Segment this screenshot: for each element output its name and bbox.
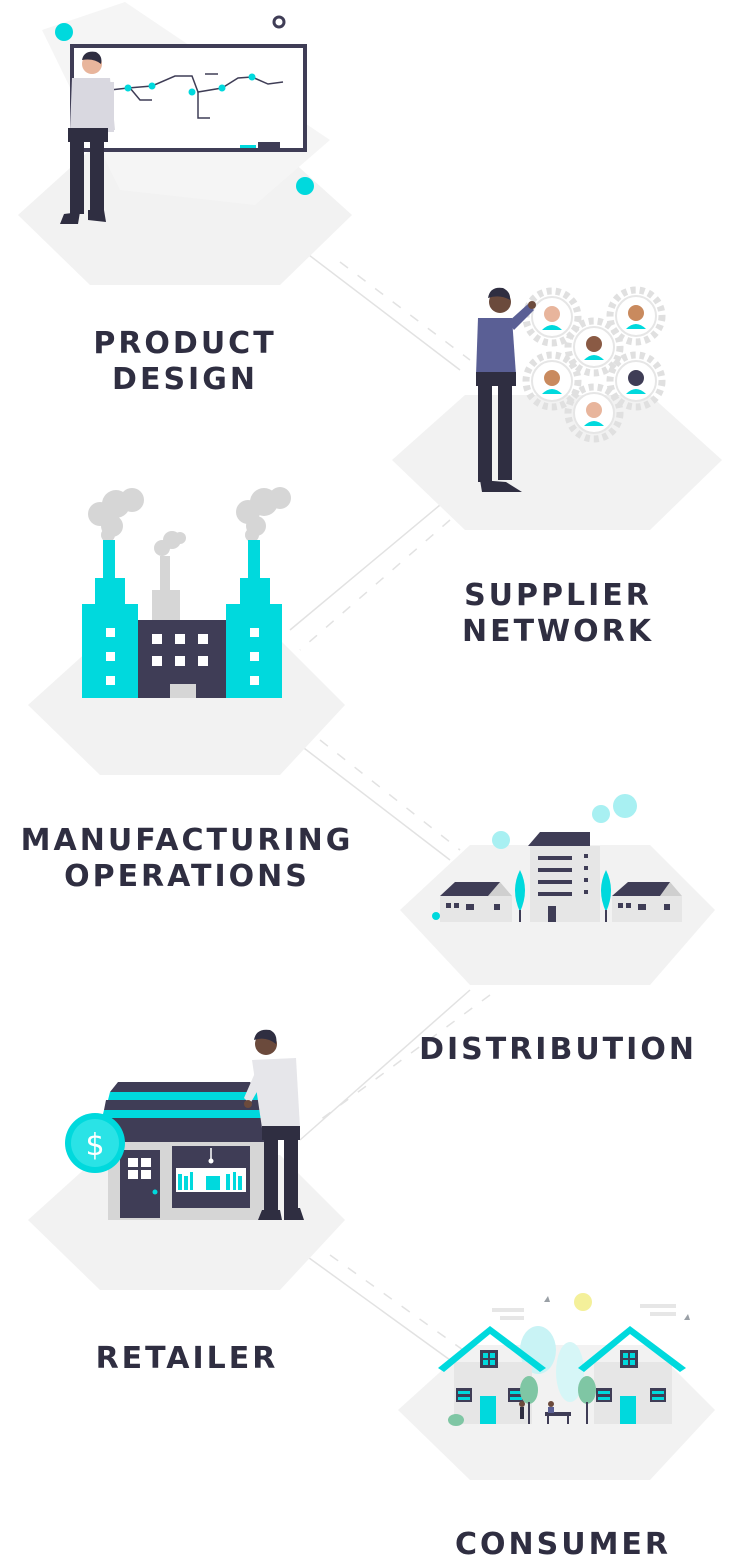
label-line: DESIGN bbox=[112, 362, 258, 397]
label-line: NETWORK bbox=[461, 614, 654, 649]
label-supplier-network: SUPPLIER NETWORK bbox=[430, 578, 686, 650]
label-line: PRODUCT bbox=[93, 326, 277, 361]
label-retailer: RETAILER bbox=[60, 1341, 314, 1377]
platform-hexagons bbox=[18, 150, 722, 1480]
store-sign-dollar-icon: $ bbox=[85, 1128, 104, 1163]
label-product-design: PRODUCT DESIGN bbox=[60, 326, 310, 398]
gear-network-icon bbox=[476, 286, 666, 492]
gear-icon bbox=[606, 351, 666, 411]
gear-icon bbox=[522, 351, 582, 411]
label-distribution: DISTRIBUTION bbox=[416, 1032, 700, 1068]
label-line: MANUFACTURING bbox=[20, 823, 354, 858]
label-line: RETAILER bbox=[95, 1341, 279, 1376]
label-line: DISTRIBUTION bbox=[419, 1032, 697, 1067]
whiteboard-presenter-icon bbox=[42, 2, 330, 224]
label-line: CONSUMER bbox=[454, 1527, 672, 1562]
gear-icon bbox=[606, 286, 666, 346]
city-buildings-icon bbox=[432, 794, 682, 922]
connector-lines bbox=[289, 251, 491, 1361]
label-manufacturing-operations: MANUFACTURING OPERATIONS bbox=[12, 823, 362, 895]
factory-icon bbox=[82, 487, 291, 698]
gear-icon bbox=[564, 317, 624, 377]
label-consumer: CONSUMER bbox=[440, 1527, 686, 1563]
gear-icon bbox=[564, 383, 624, 443]
label-line: OPERATIONS bbox=[64, 859, 310, 894]
houses-icon bbox=[438, 1293, 690, 1426]
label-line: SUPPLIER bbox=[464, 578, 652, 613]
platform-supplier-network bbox=[392, 395, 722, 530]
storefront-icon bbox=[65, 1029, 304, 1220]
